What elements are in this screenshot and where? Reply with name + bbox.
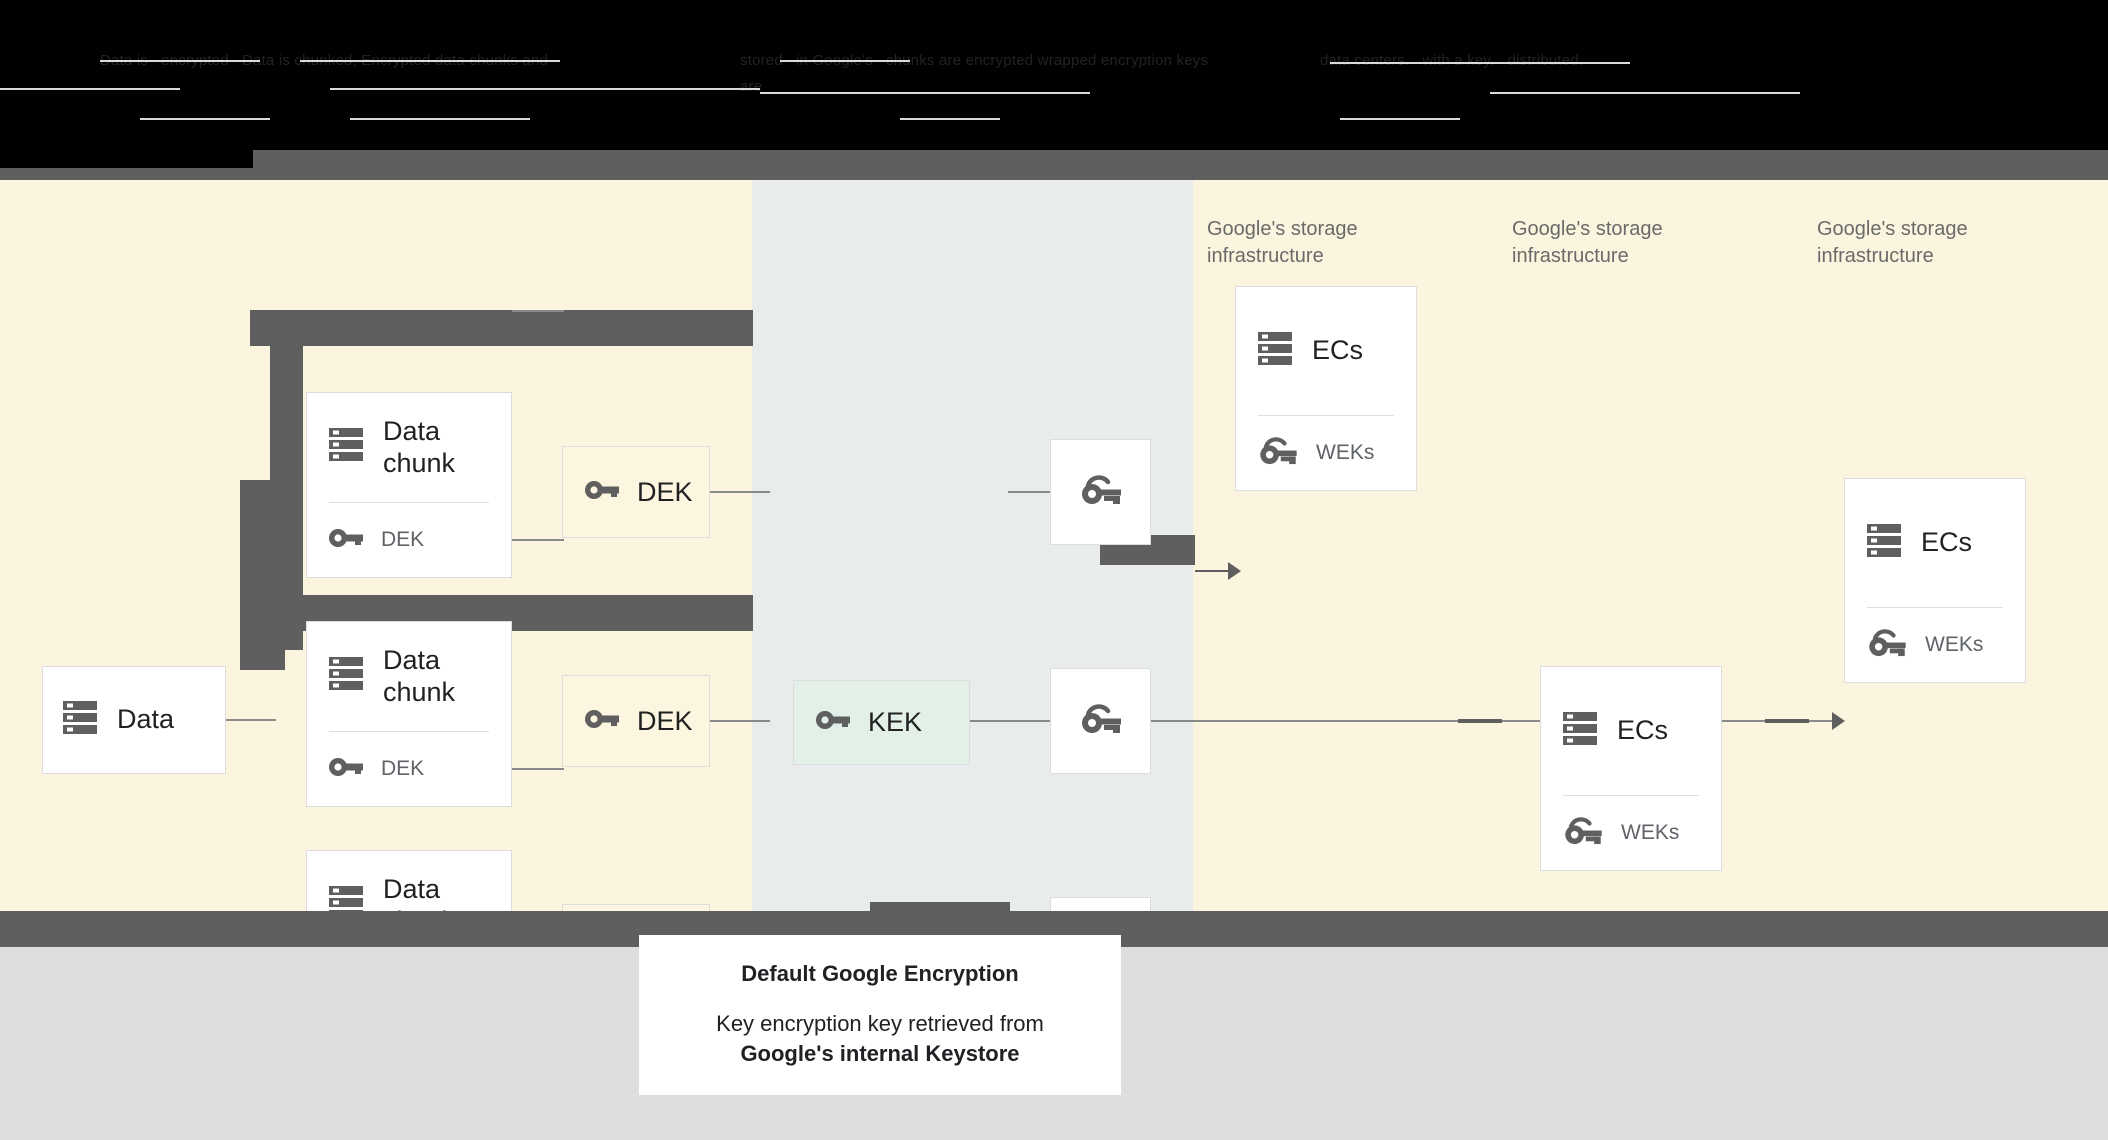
data-card-top: Data bbox=[43, 667, 225, 773]
arrow-line-2-seg-a bbox=[1458, 719, 1502, 723]
key-icon bbox=[816, 709, 850, 736]
caption-line-1: Key encryption key retrieved from bbox=[716, 1011, 1044, 1037]
card-divider bbox=[329, 502, 489, 503]
header-rule bbox=[900, 118, 1000, 120]
ec-card-bottom: WEKs bbox=[1236, 416, 1416, 490]
infra-label-2: Google's storage infrastructure bbox=[1512, 218, 1663, 267]
header-rule bbox=[1330, 62, 1630, 64]
key-icon bbox=[585, 708, 619, 735]
ec-card-top: ECs bbox=[1845, 479, 2025, 607]
wrapped-key-tile-1[interactable] bbox=[1050, 439, 1151, 545]
ec-card-top: ECs bbox=[1541, 667, 1721, 795]
ec-card-2[interactable]: ECs WEKs bbox=[1540, 666, 1722, 871]
chunk-card-top: Data chunk bbox=[307, 622, 511, 731]
wrapped-key-icon bbox=[1867, 628, 1907, 662]
infra-label-3: Google's storage infrastructure bbox=[1817, 218, 1968, 267]
database-icon bbox=[329, 656, 363, 697]
data-card-label: Data bbox=[117, 704, 175, 735]
infra-label-1: Google's storage infrastructure bbox=[1207, 218, 1358, 267]
ec-key-label: WEKs bbox=[1316, 441, 1375, 464]
wrapped-key-icon bbox=[1080, 703, 1122, 739]
chunk-card-label: Data chunk bbox=[383, 644, 456, 707]
header-rule bbox=[0, 88, 180, 90]
ec-card-label: ECs bbox=[1312, 335, 1364, 366]
diagram-canvas: Data Data chunk bbox=[0, 180, 2108, 1036]
key-icon bbox=[329, 756, 363, 783]
connector-data-to-chunks bbox=[226, 719, 276, 721]
header-rule bbox=[140, 118, 270, 120]
scaffold-block-bottom bbox=[870, 902, 1010, 912]
arrow-line-1 bbox=[1195, 570, 1235, 572]
data-card[interactable]: Data bbox=[42, 666, 226, 774]
header-rule bbox=[350, 118, 530, 120]
header-rule bbox=[100, 60, 260, 62]
ec-key-label: WEKs bbox=[1621, 821, 1680, 844]
connector-kek-wek2 bbox=[970, 720, 1050, 722]
ec-card-3[interactable]: ECs WEKs bbox=[1844, 478, 2026, 683]
ec-card-bottom: WEKs bbox=[1845, 608, 2025, 682]
caption-body: Key encryption key retrieved from Google… bbox=[716, 1009, 1044, 1068]
kek-tile[interactable]: KEK bbox=[793, 680, 970, 765]
scaffold-bar-1 bbox=[250, 310, 753, 346]
database-icon bbox=[329, 427, 363, 468]
arrow-head-1 bbox=[1228, 562, 1241, 580]
database-icon bbox=[1258, 331, 1292, 372]
data-chunk-card-2[interactable]: Data chunk DEK bbox=[306, 621, 512, 807]
chunk-card-bottom: DEK bbox=[307, 503, 511, 577]
kek-label: KEK bbox=[868, 707, 923, 737]
caption-title: Default Google Encryption bbox=[741, 961, 1019, 987]
data-chunk-card-1[interactable]: Data chunk DEK bbox=[306, 392, 512, 578]
caption-line-2: Google's internal Keystore bbox=[740, 1041, 1020, 1066]
card-divider bbox=[329, 731, 489, 732]
dek-label: DEK bbox=[637, 705, 693, 736]
card-divider bbox=[1258, 415, 1394, 416]
database-icon bbox=[63, 700, 97, 741]
chunk-key-label: DEK bbox=[381, 528, 425, 551]
header-strip: Data is encrypted Data is chunked, Encry… bbox=[0, 0, 2108, 158]
card-divider bbox=[1867, 607, 2003, 608]
dek-tile-2[interactable]: DEK bbox=[562, 675, 710, 767]
arrow-line-2-seg-b bbox=[1765, 719, 1809, 723]
wrapped-key-icon bbox=[1258, 436, 1298, 470]
ec-card-1[interactable]: ECs WEKs bbox=[1235, 286, 1417, 491]
header-rule bbox=[780, 60, 910, 62]
header-rule bbox=[1340, 118, 1460, 120]
header-rule bbox=[760, 92, 1090, 94]
caption-box: Default Google Encryption Key encryption… bbox=[639, 935, 1121, 1095]
header-base-notch bbox=[0, 150, 253, 168]
connector-chunk1-dek bbox=[512, 310, 564, 312]
wrapped-key-tile-2[interactable] bbox=[1050, 668, 1151, 774]
chunk-card-label: Data chunk bbox=[383, 415, 456, 478]
header-rule bbox=[300, 60, 560, 62]
key-icon bbox=[585, 479, 619, 506]
header-rule bbox=[330, 88, 760, 90]
wrapped-key-icon bbox=[1080, 474, 1122, 510]
chunk-card-bottom: DEK bbox=[307, 732, 511, 806]
arrow-head-2 bbox=[1832, 712, 1845, 730]
dek-label: DEK bbox=[637, 476, 693, 507]
chunk-key-label: DEK bbox=[381, 757, 425, 780]
connector-dek2-band bbox=[710, 720, 770, 722]
ec-card-top: ECs bbox=[1236, 287, 1416, 415]
ec-card-label: ECs bbox=[1617, 715, 1669, 746]
database-icon bbox=[1563, 711, 1597, 752]
key-icon bbox=[329, 527, 363, 554]
header-text-right: data centers. with a key. distributed. bbox=[1320, 52, 1584, 69]
header-text-middle: stored in Google's chunks are encrypted … bbox=[740, 52, 1213, 95]
header-base-bar bbox=[0, 150, 2108, 182]
connector-kek-wek1 bbox=[1008, 491, 1050, 493]
ec-card-label: ECs bbox=[1921, 527, 1973, 558]
connector-chunk2-dek bbox=[512, 539, 564, 541]
database-icon bbox=[1867, 523, 1901, 564]
dek-tile-1[interactable]: DEK bbox=[562, 446, 710, 538]
scaffold-vertical-mid bbox=[240, 480, 285, 670]
ec-card-bottom: WEKs bbox=[1541, 796, 1721, 870]
wrapped-key-icon bbox=[1563, 816, 1603, 850]
chunk-card-top: Data chunk bbox=[307, 393, 511, 502]
connector-chunk3-dek bbox=[512, 768, 564, 770]
ec-key-label: WEKs bbox=[1925, 633, 1984, 656]
connector-dek1-band bbox=[710, 491, 770, 493]
card-divider bbox=[1563, 795, 1699, 796]
header-rule bbox=[1490, 92, 1800, 94]
